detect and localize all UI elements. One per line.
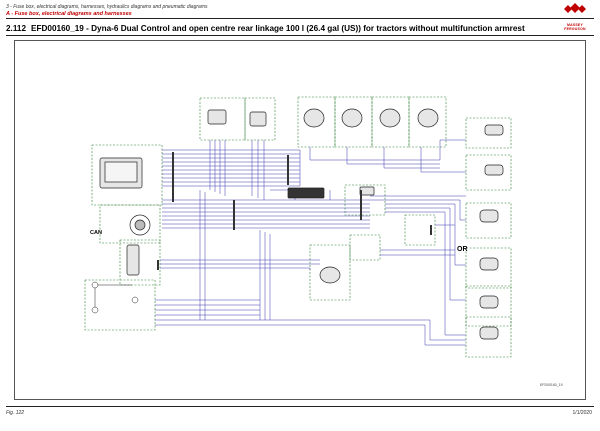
can-label: CAN: [90, 230, 102, 236]
breadcrumb-level-2: A - Fuse box, electrical diagrams and ha…: [6, 11, 132, 17]
diagram-frame: [14, 40, 586, 400]
or-label: OR: [457, 246, 468, 253]
brand-text: MASSEY FERGUSON: [564, 23, 586, 31]
title-divider: [6, 35, 594, 36]
header-divider: [6, 18, 594, 19]
figure-number: Fig. 122: [6, 410, 25, 416]
figure-id: EFD00160_19: [540, 383, 563, 387]
section-title: EFD00160_19 - Dyna-6 Dual Control and op…: [31, 24, 525, 33]
footer-date: 1/1/2020: [572, 410, 592, 416]
footer-divider: [6, 406, 594, 407]
section-number: 2.112: [6, 24, 27, 33]
breadcrumb-level-1: 3 - Fuse box, electrical diagrams, harne…: [6, 4, 208, 10]
massey-ferguson-logo: MASSEY FERGUSON: [560, 2, 590, 31]
page-title: 2.112 EFD00160_19 - Dyna-6 Dual Control a…: [6, 24, 525, 33]
